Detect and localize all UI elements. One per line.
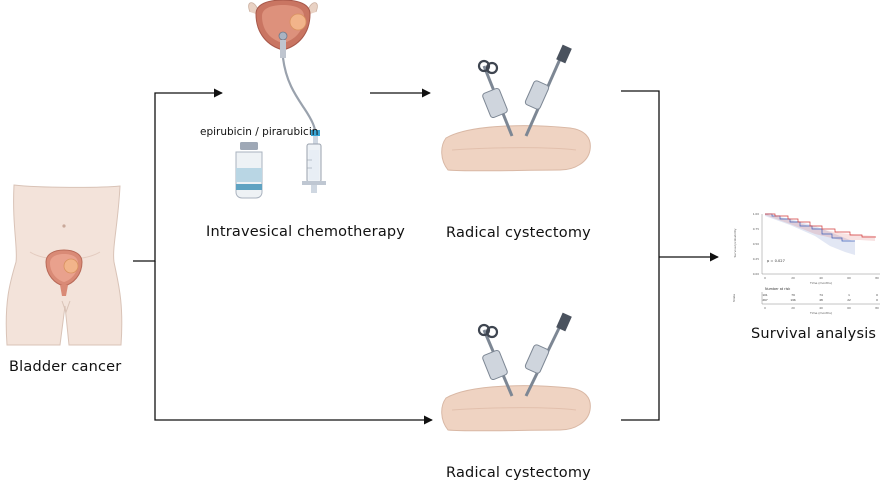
km-xtick-label: 60: [847, 276, 851, 280]
km-risk-xtick-label: 40: [819, 306, 823, 310]
km-xtick-label: 80: [875, 276, 879, 280]
km-risk-value: 101: [762, 293, 768, 297]
label-cystectomy-bottom: Radical cystectomy: [446, 465, 591, 481]
cystectomy-illustration-top: [441, 44, 591, 172]
km-xlabel: Time (months): [809, 281, 832, 285]
label-cystectomy-top: Radical cystectomy: [446, 225, 591, 241]
km-risk-value: 74: [819, 293, 823, 297]
arrow-merge-top: [621, 90, 660, 257]
km-xtick-label: 0: [764, 276, 766, 280]
arrow-to-cystectomy-bottom: [154, 261, 433, 425]
km-ytick-label: 0.75: [753, 227, 759, 231]
km-plot: Survival probability Time (months) p = 0…: [732, 212, 880, 315]
km-risk-value: 196: [790, 298, 796, 302]
label-survival: Survival analysis: [751, 326, 877, 342]
km-ytick-label: 0.25: [753, 257, 759, 261]
arrow-merge-bottom: [621, 257, 660, 421]
km-risk-ylabel: Strata: [732, 294, 736, 302]
km-risk-xticks: 0 20 40 60 80: [764, 306, 879, 310]
km-risk-title: Number at risk: [765, 287, 790, 291]
km-xtick-label: 40: [819, 276, 823, 280]
body-illustration: [5, 184, 123, 346]
km-risk-xtick-label: 60: [847, 306, 851, 310]
km-risk-value: 0: [876, 298, 878, 302]
arrow-to-intravesical: [133, 88, 223, 262]
km-ytick-label: 1.00: [753, 212, 759, 216]
km-ytick-label: 0.00: [753, 272, 759, 276]
km-series-red: [765, 213, 876, 238]
tumor-shape: [63, 258, 79, 274]
km-ci-red: [765, 214, 875, 241]
label-drug: epirubicin / pirarubicin: [200, 126, 319, 138]
km-xticks: 0 20 40 60 80: [764, 276, 879, 280]
catheter-bladder-illustration: [235, 0, 326, 199]
km-risk-xlabel: Time (months): [809, 311, 832, 315]
km-xtick-label: 20: [791, 276, 795, 280]
label-bladder-cancer: Bladder cancer: [9, 359, 122, 375]
km-ci-blue: [765, 214, 855, 255]
km-risk-value: 79: [791, 293, 795, 297]
km-risk-xtick-label: 0: [764, 306, 766, 310]
km-risk-value: 267: [762, 298, 768, 302]
km-risk-value: 0: [876, 293, 878, 297]
km-risk-xtick-label: 80: [875, 306, 879, 310]
km-risk-value: 48: [819, 298, 823, 302]
km-risk-value: 22: [847, 298, 851, 302]
km-yticks: 1.00 0.75 0.50 0.25 0.00: [753, 212, 759, 276]
km-risk-xtick-label: 20: [791, 306, 795, 310]
flow-connectors: [133, 88, 719, 425]
cystectomy-illustration-bottom: [441, 312, 591, 432]
label-intravesical: Intravesical chemotherapy: [206, 224, 406, 240]
km-pvalue: p = 0.027: [767, 259, 785, 263]
km-ylabel: Survival probability: [733, 228, 737, 257]
km-risk-table: 101 79 74 1 0 267 196 48 22 0: [762, 293, 878, 302]
km-risk-value: 1: [848, 293, 850, 297]
km-ytick-label: 0.50: [753, 242, 759, 246]
